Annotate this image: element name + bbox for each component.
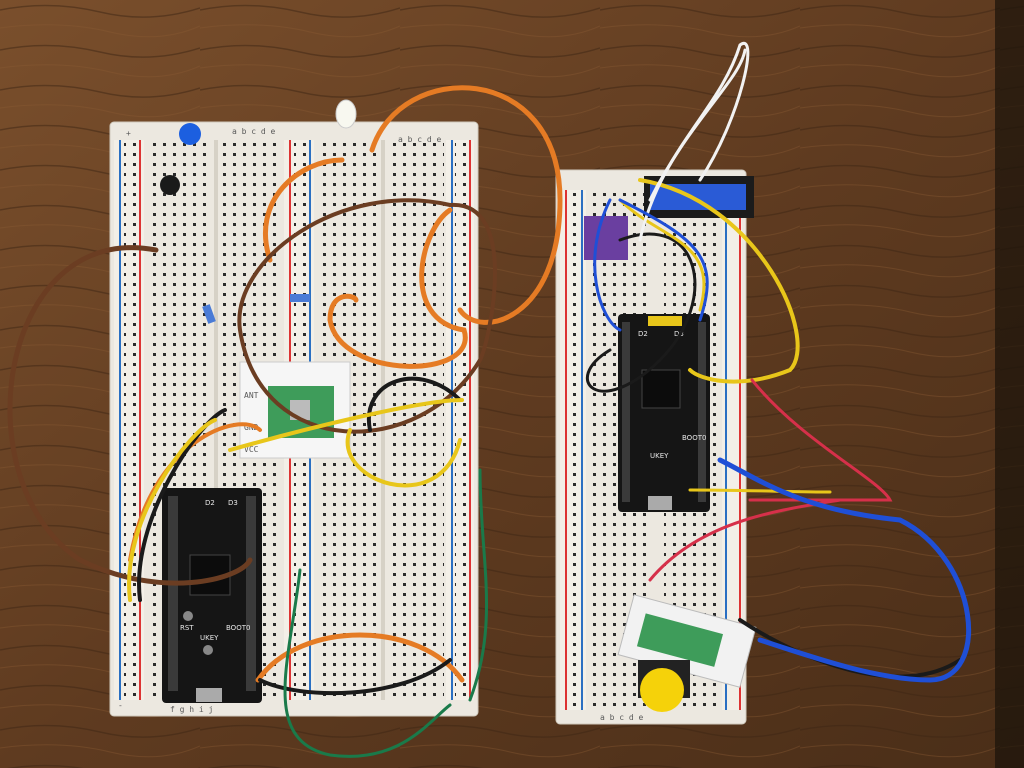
wire-orange-2 — [262, 157, 345, 263]
wire-black-3 — [137, 408, 227, 602]
wire-red-1 — [748, 378, 893, 502]
yellow-push-button — [638, 660, 690, 712]
wire-orange-1 — [369, 85, 563, 325]
purple-sensor-module — [584, 216, 628, 260]
left-mcu-usb-port — [196, 688, 222, 702]
left-mcu-pin-d3: D3 — [228, 499, 238, 507]
left-col-letters-top-2: a b c d e — [398, 135, 442, 144]
right-mcu-chip — [641, 369, 681, 409]
left-rail-plus-label: + — [126, 129, 131, 138]
wire-green-2 — [468, 468, 489, 702]
left-mcu-pin-d2: D2 — [205, 499, 215, 507]
right-mcu-header — [648, 316, 682, 326]
white-led — [335, 99, 357, 129]
wire-yellow-2 — [345, 428, 462, 488]
right-mcu-board: D2 D3 UKEY BOOT0 — [618, 314, 710, 512]
wire-brown-2 — [237, 198, 497, 434]
left-col-letters-bottom: f g h i j — [170, 705, 213, 714]
wire-black-4 — [585, 232, 697, 393]
right-mcu-usb-port — [648, 496, 672, 510]
table-edge-shadow — [995, 0, 1024, 768]
wire-black-1 — [258, 658, 452, 696]
left-mcu-ukey-label: UKEY — [200, 634, 219, 642]
right-mcu-pin-d2: D2 — [638, 330, 648, 338]
left-mcu-board: D2 D3 RST UKEY BOOT0 — [162, 488, 262, 703]
wire-orange-4 — [255, 632, 465, 683]
wire-yellow-6 — [688, 488, 832, 494]
wire-yellow-1 — [228, 398, 464, 452]
left-mcu-rst-label: RST — [180, 624, 194, 632]
black-sensor — [160, 175, 180, 195]
wire-green-1 — [283, 568, 452, 758]
wire-yellow-3 — [127, 418, 217, 602]
wire-orange-3 — [327, 207, 468, 369]
radio-pin-gnd: GND — [244, 423, 259, 432]
left-mcu-rst-button — [183, 611, 193, 621]
left-col-letters-top: a b c d e — [232, 127, 276, 136]
right-mcu-boot0-label: BOOT0 — [682, 434, 706, 442]
wire-blue-1 — [717, 457, 972, 683]
radio-pin-vcc: VCC — [244, 445, 259, 454]
wire-blue-2 — [593, 198, 622, 332]
radio-pin-ant: ANT — [244, 391, 259, 400]
wire-yellow-4 — [638, 178, 800, 384]
resistor-1 — [290, 294, 310, 302]
wire-brown-1 — [7, 245, 253, 586]
left-mcu-ukey-button — [203, 645, 213, 655]
left-mcu-boot0-label: BOOT0 — [226, 624, 250, 632]
right-mcu-ukey-label: UKEY — [650, 452, 669, 460]
right-col-letters-bottom: a b c d e — [600, 713, 644, 722]
resistor-2 — [202, 304, 216, 324]
wire-blue-3 — [618, 198, 709, 322]
left-rail-minus-label: - — [118, 701, 123, 710]
wire-yellow-5 — [618, 198, 706, 312]
wire-white-2 — [648, 48, 747, 202]
blue-led — [179, 123, 201, 145]
